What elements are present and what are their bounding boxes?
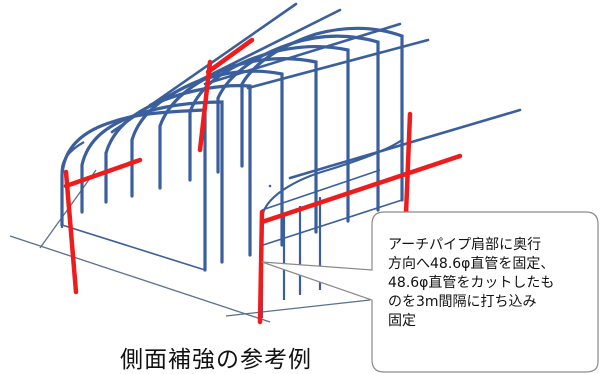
gable-frame	[61, 169, 403, 271]
callout-text: アーチパイプ肩部に奥行 方向へ48.6φ直管を固定、 48.6φ直管をカットした…	[388, 237, 555, 329]
front-arch	[60, 139, 403, 318]
reinforcement-ridge	[205, 37, 255, 75]
callout-bubble	[261, 211, 599, 373]
reinforcement-post-3	[257, 209, 265, 325]
reinforcement-horizontal-right	[259, 153, 463, 225]
reinforcement-horizontal-left	[63, 157, 143, 189]
arch-pipes	[60, 26, 404, 272]
reinforcement-post-2	[197, 59, 213, 153]
reinforcement-post-1	[63, 169, 79, 295]
diagram-caption: 側面補強の参考例	[120, 347, 312, 373]
reinforcement-post-4	[403, 111, 413, 217]
reinforcement-pipes	[63, 37, 463, 325]
